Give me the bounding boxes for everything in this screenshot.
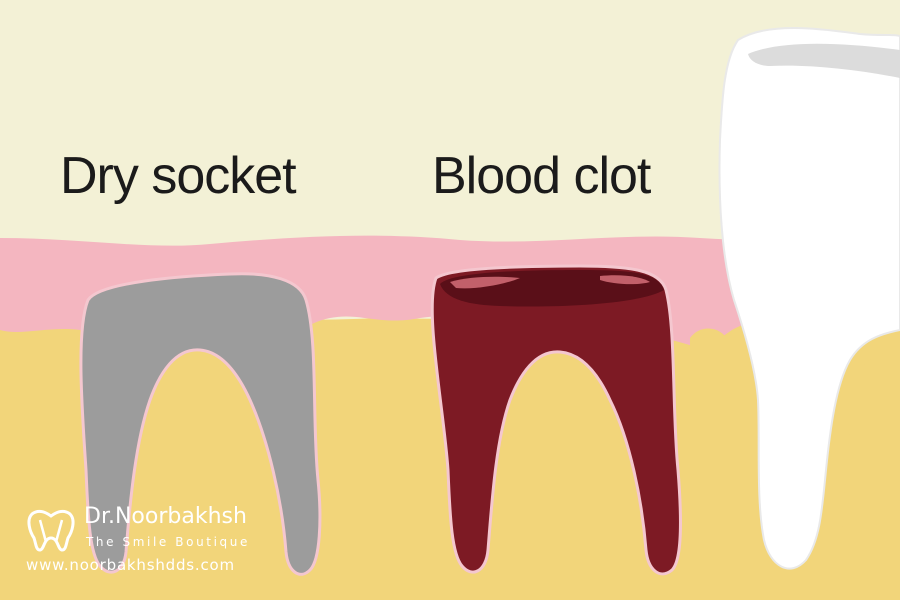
watermark-name: Dr.Noorbakhsh [84,504,247,529]
clot-highlight [600,275,650,285]
molar-tooth [718,27,900,570]
dry-socket-shape [79,272,322,576]
tooth-logo-icon [27,509,75,552]
molar-shadow [748,43,900,78]
bone-crest [690,328,728,600]
watermark: Dr.Noorbakhsh The Smile Boutique www.noo… [26,506,286,586]
clot-highlight [450,276,520,289]
blood-clot-shape [430,264,682,576]
watermark-url: www.noorbakhshdds.com [26,556,235,574]
bone-crest [330,321,372,600]
dry-socket-label: Dry socket [60,147,297,205]
bone-right [836,351,900,600]
watermark-tagline: The Smile Boutique [86,535,250,549]
blood-clot-label: Blood clot [432,147,651,205]
